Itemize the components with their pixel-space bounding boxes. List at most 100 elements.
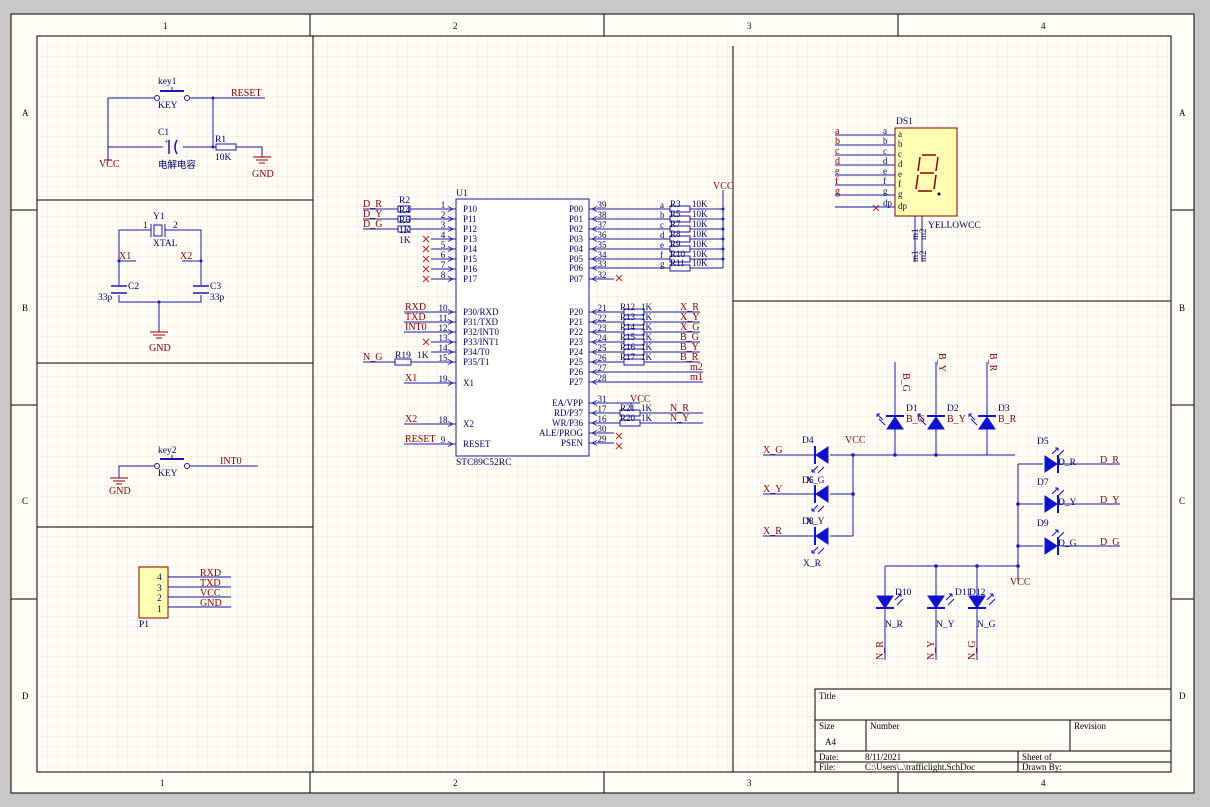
net-b-y: B_Y — [936, 353, 947, 372]
pin-number: 38 — [598, 210, 608, 220]
seg-net: b — [660, 210, 665, 220]
c1-value: 电解电容 — [158, 159, 197, 171]
d11-ref: D11 — [955, 588, 971, 598]
ds-pin-label: a — [883, 126, 887, 136]
seg-net: c — [660, 220, 664, 230]
net-b-g: B_G — [900, 373, 911, 392]
pin-number: 27 — [598, 363, 608, 373]
tb-date-label: Date: — [819, 752, 839, 762]
pin-arrow — [447, 276, 454, 282]
d3-label: B_R — [998, 414, 1017, 425]
pin-number: 16 — [598, 414, 608, 424]
net-n-g: N_G — [967, 641, 978, 660]
pin-name: P33/INT1 — [463, 337, 499, 347]
d7-ref: D7 — [1037, 478, 1049, 488]
ds-pin-label: b — [883, 136, 888, 146]
pin-arrow — [447, 216, 454, 222]
gnd-symbol — [253, 156, 271, 164]
col-label: 4 — [1041, 21, 1046, 31]
pin-name: P20 — [569, 307, 584, 317]
pin-name: P10 — [463, 204, 478, 214]
no-connect-marks — [422, 204, 880, 450]
net-vcc: VCC — [713, 181, 734, 192]
crystal-circuit: Y1 XTAL 1 2 X1 X2 C2 C3 33p 33p GND — [98, 212, 225, 354]
col-label: 3 — [747, 778, 752, 788]
pin-number: 31 — [598, 394, 607, 404]
net-x2: X2 — [180, 251, 192, 262]
pin-name: P22 — [569, 327, 583, 337]
net-x-r: X_R — [763, 526, 782, 537]
net-n-y: N_Y — [670, 413, 689, 424]
seg-net: e — [660, 240, 664, 250]
pin-name: P24 — [569, 347, 584, 357]
pin-number: 24 — [598, 333, 608, 343]
seg-res-ref: R5 — [670, 209, 681, 219]
pin-arrow — [447, 206, 454, 212]
pin-name: P23 — [569, 337, 584, 347]
pin-arrow — [591, 276, 598, 282]
tb-date-value: 8/11/2021 — [865, 752, 901, 762]
d9-label: D_G — [1058, 539, 1077, 549]
net-rxd: RXD — [200, 568, 221, 579]
header-p1: 4 3 2 1 RXD TXD VCC GND P1 — [138, 566, 231, 630]
svg-text:+: + — [164, 137, 169, 146]
pin-number: 25 — [598, 343, 608, 353]
net-gnd: GND — [109, 486, 131, 497]
p1-pin: 2 — [157, 594, 162, 604]
pin-name: P02 — [569, 224, 583, 234]
pin-arrow — [447, 266, 454, 272]
seg-res-val: 10K — [692, 229, 708, 239]
ds-pin-net: d — [835, 156, 840, 167]
pin-name: P00 — [569, 204, 584, 214]
net-d-r: D_R — [1100, 455, 1119, 466]
d9-ref: D9 — [1037, 519, 1049, 529]
pin-number: 8 — [441, 270, 446, 280]
resistor-r1 — [215, 143, 237, 151]
pin-name: P30/RXD — [463, 307, 499, 317]
pin-number: 9 — [441, 435, 446, 445]
pin-number: 32 — [598, 270, 607, 280]
col-label: 2 — [453, 21, 458, 31]
ds1-com: m1 — [910, 228, 920, 240]
net-b-y: B_Y — [680, 342, 699, 353]
net-x2: X2 — [405, 414, 417, 425]
net-gnd: GND — [149, 343, 171, 354]
ds-pin-inner: f — [898, 179, 901, 189]
ds-pin-inner: e — [898, 169, 902, 179]
ds-pin-net: a — [835, 126, 840, 137]
d3-ref: D3 — [998, 404, 1010, 414]
net-vcc: VCC — [845, 435, 866, 446]
d10-label: N_R — [885, 620, 904, 630]
pin-name: P26 — [569, 367, 584, 377]
ds-pin-net: f — [835, 176, 839, 187]
pin-arrow — [591, 309, 598, 315]
seg-res-val: 10K — [692, 199, 708, 209]
pin-number: 14 — [439, 343, 449, 353]
pin-number: 30 — [598, 424, 608, 434]
tb-title-label: Title — [819, 691, 836, 701]
net-vcc: VCC — [200, 588, 221, 599]
seg-res-val: 10K — [692, 239, 708, 249]
row-label: A — [22, 108, 29, 118]
frame-labels: 1 2 3 4 1 2 3 4 A B C D A B C D — [22, 21, 1186, 788]
pin-name: P15 — [463, 254, 478, 264]
pin-number: 33 — [598, 259, 608, 269]
pin-arrow — [591, 265, 598, 271]
ds1-part: YELLOWCC — [928, 221, 981, 231]
net-x-r: X_R — [680, 302, 699, 313]
net-d-g: D_G — [1100, 537, 1119, 548]
pin-arrow — [447, 329, 454, 335]
pin-name: P16 — [463, 264, 478, 274]
row-label: B — [1179, 303, 1185, 313]
pin-arrow — [447, 421, 454, 427]
d6-ref: D6 — [802, 476, 814, 486]
d6-label: X_G — [806, 476, 825, 486]
p1-pin: 1 — [157, 605, 162, 615]
switch-contact — [154, 95, 160, 101]
pin-arrow — [591, 430, 598, 436]
pin-name: P14 — [463, 244, 478, 254]
pin-arrow — [447, 309, 454, 315]
